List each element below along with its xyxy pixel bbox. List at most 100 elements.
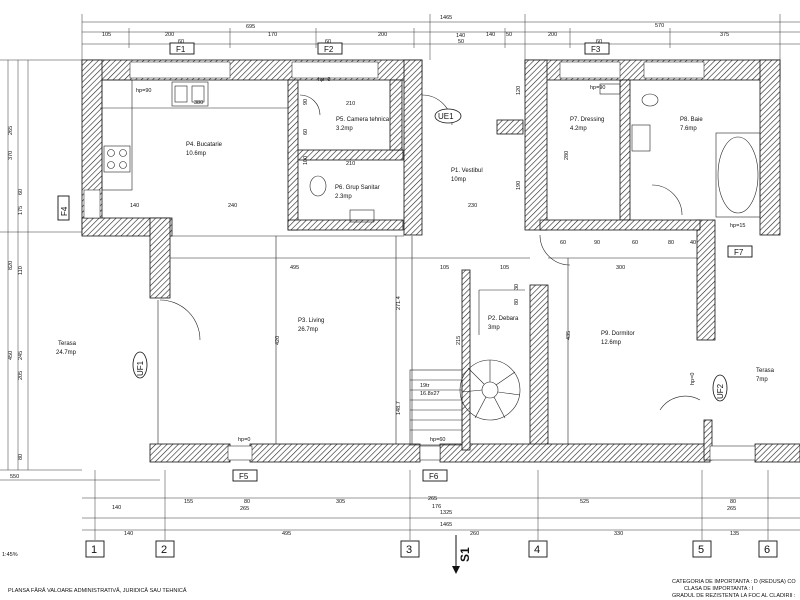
misc-labels: hp=90 hp=90 380 hp=0 hp=0 hp=0 hp=60 hp=…	[136, 77, 745, 443]
dim-bottom-r1-g: 80	[730, 499, 736, 505]
window-tag-f1: F1	[169, 42, 195, 55]
dim-inner-22: 40	[690, 240, 696, 246]
window-tags: F1 F2 F3 F4 F5 F6 F7	[57, 42, 753, 482]
footer-disclaimer: PLANSA FĂRĂ VALOARE ADMINISTRATIVĂ, JURI…	[8, 587, 187, 594]
dim-bottom-r1-d: 305	[336, 499, 345, 505]
footer-importance-category: CATEGORIA DE IMPORTANTA : D (REDUSA) CO	[672, 579, 796, 585]
dim-inner-9: 190	[516, 181, 522, 190]
stove	[103, 145, 131, 173]
dim-inner-23: 60	[303, 129, 309, 135]
dim-top-right-total: 570	[655, 23, 664, 29]
label-hp0-living: hp=0	[238, 437, 250, 443]
label-sink: 380	[194, 100, 203, 106]
door-tag-uf1: UF1	[132, 351, 148, 379]
dim-top-sub-g: 60	[596, 39, 602, 45]
dim-inner-17: 280	[564, 151, 570, 160]
dim-inner-14: 215	[456, 336, 462, 345]
room-p9-area: 12.6mp	[601, 340, 622, 346]
dim-bottom-1465: 1465	[440, 522, 452, 528]
room-p2-area: 3mp	[488, 325, 500, 331]
axis-5: 5	[692, 540, 712, 558]
dim-left-c: 175	[18, 206, 24, 215]
scale-label: 1:45%	[2, 552, 18, 558]
room-p3-name: P3. Living	[298, 318, 324, 324]
label-hp90-dressing: hp=90	[590, 85, 605, 91]
dim-inner-18: 60	[560, 240, 566, 246]
dim-inner-19: 90	[594, 240, 600, 246]
dim-top-b: 200	[165, 32, 174, 38]
dim-top-a: 105	[102, 32, 111, 38]
footer-fire-resistance: GRADUL DE REZISTENTA LA FOC AL CLADIRII …	[672, 593, 796, 599]
room-p5-name: P5. Camera tehnica	[336, 117, 390, 123]
door-tags: UE1 UF1 UF2	[132, 108, 728, 402]
interior-lines	[100, 79, 761, 446]
dim-top-d: 200	[378, 32, 387, 38]
window-tag-f6: F6	[422, 469, 448, 482]
svg-text:5: 5	[698, 544, 704, 556]
label-hp0-tech: hp=0	[318, 77, 330, 83]
svg-text:2: 2	[161, 544, 167, 556]
svg-text:F3: F3	[591, 45, 601, 54]
dim-bottom-r1-f: 525	[580, 499, 589, 505]
svg-text:UF2: UF2	[716, 383, 725, 399]
axis-2: 2	[155, 540, 175, 558]
dim-left-a: 265	[8, 126, 14, 135]
dim-top-g: 200	[548, 32, 557, 38]
room-p2-name: P2. Debara	[488, 316, 519, 322]
dim-bottom-r1-b: 155	[184, 499, 193, 505]
room-p6-name: P6. Grup Sanitar	[335, 185, 380, 191]
svg-text:UF1: UF1	[136, 360, 145, 376]
dim-top-e: 140	[486, 32, 495, 38]
svg-text:F4: F4	[60, 206, 69, 216]
room-labels: P4. Bucatarie 10.6mp P5. Camera tehnica …	[56, 117, 775, 383]
dim-left-g: 450	[8, 351, 14, 360]
dim-inner-25: 30	[514, 284, 520, 290]
svg-text:F1: F1	[176, 45, 186, 54]
dim-left-e: 820	[8, 261, 14, 270]
windows	[83, 61, 756, 461]
dim-top-sub-c: 60	[325, 39, 331, 45]
dim-left-j: 80	[18, 454, 24, 460]
dim-inner-16: 120	[516, 86, 522, 95]
dim-bottom-r1-e: 176	[432, 504, 441, 510]
dim-bottom-r2-e: 135	[730, 531, 739, 537]
dim-inner-1: 210	[346, 101, 355, 107]
dim-inner-4: 495	[290, 265, 299, 271]
svg-text:4: 4	[534, 544, 540, 556]
svg-text:1: 1	[91, 544, 97, 556]
room-p8-name: P8. Baie	[680, 117, 703, 123]
dim-inner-26: 80	[514, 299, 520, 305]
dim-inner-10: 420	[275, 336, 281, 345]
left-dimension-chain: 265 370 175 60 820 110 450 205 245 80	[0, 59, 82, 471]
dim-inner-15: 140	[130, 203, 139, 209]
axis-4: 4	[528, 540, 548, 558]
dim-top-sub-f: 50	[458, 39, 464, 45]
dim-bottom-r1-c: 80	[244, 499, 250, 505]
room-terasa-right-name: Terasa	[756, 368, 775, 374]
axis-markers: 1 2 3 4 5 6	[85, 540, 778, 558]
footer: 1:45% PLANSA FĂRĂ VALOARE ADMINISTRATIVĂ…	[2, 552, 796, 599]
label-hp15: hp=15	[730, 223, 745, 229]
dim-left-f: 110	[18, 266, 24, 275]
room-p3-area: 26.7mp	[298, 327, 319, 333]
dim-top-695: 695	[246, 24, 255, 30]
dim-bottom-sub-a: 265	[240, 506, 249, 512]
footer-importance-class: CLASA DE IMPORTANTA : I	[684, 586, 754, 592]
room-p8-area: 7.6mp	[680, 126, 697, 132]
section-mark-s1: S1	[452, 535, 472, 574]
dim-inner-13: 148.7	[396, 401, 402, 415]
dim-inner-27: 90	[303, 99, 309, 105]
bottom-dimension-chain: 550 140 155 80 305 176 525 80 265 265 26…	[0, 470, 800, 540]
dim-bottom-r2-a: 140	[124, 531, 133, 537]
room-terasa-right-area: 7mp	[756, 377, 768, 383]
svg-text:6: 6	[764, 544, 770, 556]
label-stairs-count: 19tr	[420, 383, 430, 389]
dim-inner-11: 435	[566, 331, 572, 340]
dim-inner-21: 80	[668, 240, 674, 246]
dim-left-d: 60	[18, 189, 24, 195]
svg-text:F7: F7	[734, 248, 744, 257]
room-terasa-left-area: 24.7mp	[56, 350, 77, 356]
section-arrow-icon	[452, 566, 460, 574]
bathtub	[717, 136, 759, 214]
